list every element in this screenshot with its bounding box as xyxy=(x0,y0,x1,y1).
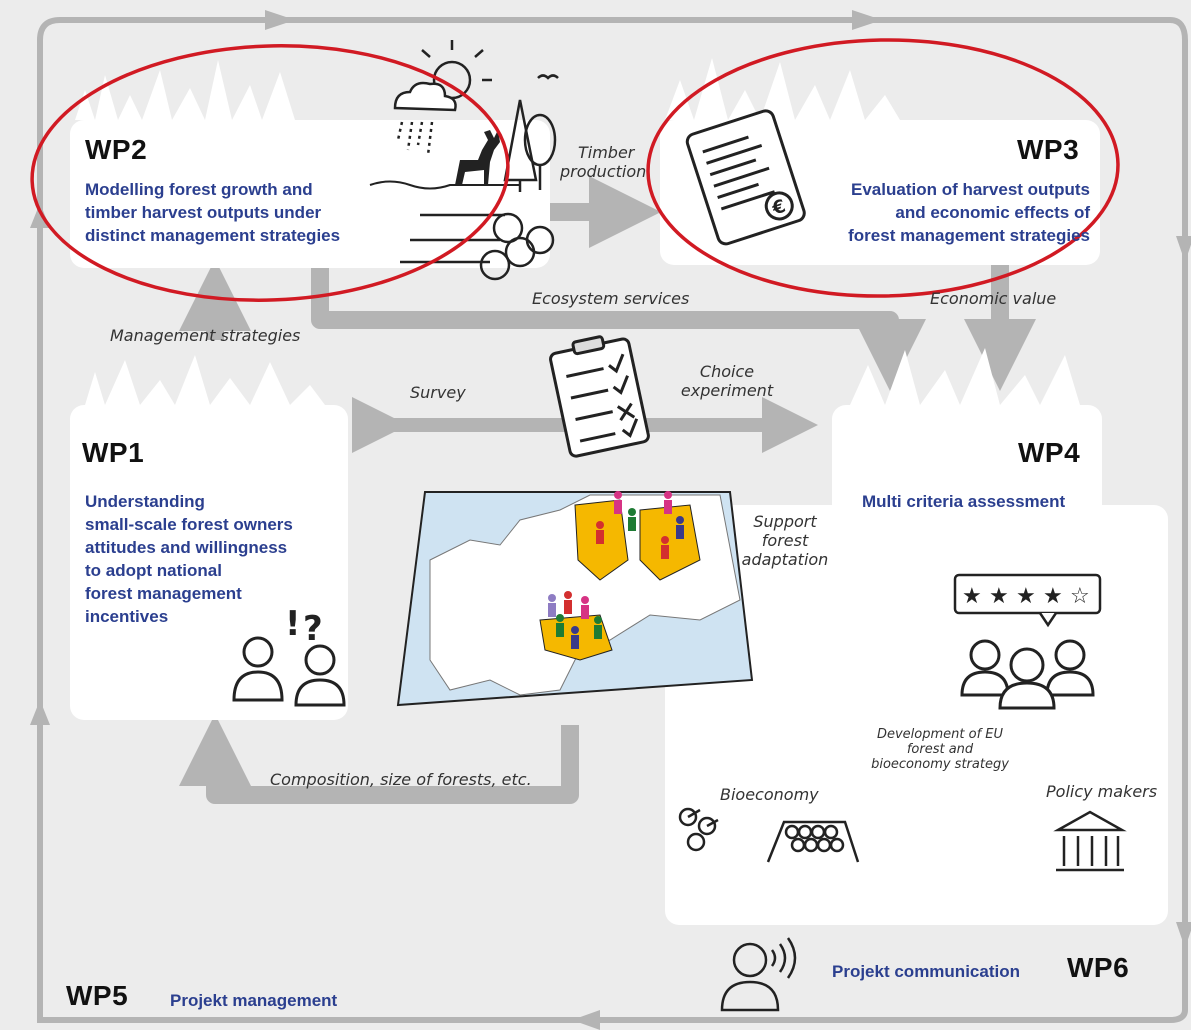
wp5-title: WP5 xyxy=(66,980,129,1011)
wp1-description-line: incentives xyxy=(85,607,169,626)
development-label-line: Development of EU xyxy=(876,727,1004,742)
parliament-icon xyxy=(1053,810,1127,872)
group-icon xyxy=(960,639,1095,710)
wp2-description-line: distinct management strategies xyxy=(85,226,341,245)
wp5-description: Projekt management xyxy=(170,991,338,1010)
wp2-box xyxy=(70,120,550,268)
weather-icon xyxy=(393,40,559,156)
forest-silhouettes xyxy=(75,58,1080,405)
speaker-icon xyxy=(720,937,797,1012)
support-label-line: adaptation xyxy=(741,550,829,569)
wp2-description: Modelling forest growth and timber harve… xyxy=(85,178,340,247)
ecosystem-services-label: Ecosystem services xyxy=(532,289,690,308)
rating-stars: ★ ★ ★ ★ ☆ xyxy=(962,584,1090,609)
deer-icon xyxy=(455,130,500,185)
wp3-description-line: forest management strategies xyxy=(848,226,1090,245)
question-icon: ! ? xyxy=(285,604,323,649)
development-label-line: forest and xyxy=(906,742,974,757)
star-empty-icon: ☆ xyxy=(1070,584,1090,609)
wp2-description-line: timber harvest outputs under xyxy=(85,203,322,222)
wood-pile-icon xyxy=(766,820,860,863)
timber-label-line: Timber xyxy=(578,143,635,162)
europe-map-icon xyxy=(396,491,754,707)
cable-reels-icon xyxy=(678,807,719,852)
development-label-line: bioeconomy strategy xyxy=(871,757,1009,772)
bioeconomy-label: Bioeconomy xyxy=(720,785,819,804)
support-label-line: forest xyxy=(761,531,809,550)
wp1-description-line: small-scale forest owners xyxy=(85,515,293,534)
choice-label-line: experiment xyxy=(680,381,774,400)
svg-text:?: ? xyxy=(303,609,323,649)
timber-production-label: Timber production xyxy=(560,143,646,181)
ecosystem-services-arrow xyxy=(311,268,926,391)
wp1-description: Understanding small-scale forest owners … xyxy=(85,490,293,628)
policy-makers-label: Policy makers xyxy=(1046,782,1158,801)
wp1-box xyxy=(70,405,348,720)
timber-label-line: production xyxy=(560,162,647,181)
wp1-description-line: Understanding xyxy=(85,492,205,511)
wp6-description: Projekt communication xyxy=(832,962,1020,981)
wp3-description-line: Evaluation of harvest outputs xyxy=(851,180,1090,199)
project-loop xyxy=(37,17,1188,1023)
wp4-description: Multi criteria assessment xyxy=(862,492,1066,511)
management-strategies-label: Management strategies xyxy=(110,326,301,345)
development-label: Development of EU forest and bioeconomy … xyxy=(860,727,1020,772)
support-label-line: Support xyxy=(753,512,817,531)
logs-icon xyxy=(400,212,555,281)
composition-arrow xyxy=(179,714,579,804)
svg-text:!: ! xyxy=(285,604,301,644)
star-filled-icon: ★ xyxy=(1016,584,1036,609)
rating-icon xyxy=(953,573,1102,628)
star-filled-icon: ★ xyxy=(989,584,1009,609)
water-line xyxy=(369,180,520,190)
people-pair-icon xyxy=(232,636,346,707)
wp1-title: WP1 xyxy=(82,437,145,468)
star-filled-icon: ★ xyxy=(1043,584,1063,609)
wp4-title: WP4 xyxy=(1018,437,1081,468)
checklist-icon xyxy=(549,335,650,458)
wp3-title: WP3 xyxy=(1017,134,1080,165)
choice-label-line: Choice xyxy=(699,362,755,381)
highlight-wp2 xyxy=(30,44,510,302)
invoice-euro-icon: € xyxy=(685,109,806,246)
wp4-box xyxy=(832,405,1102,720)
composition-label: Composition, size of forests, etc. xyxy=(270,770,532,789)
wp6-title: WP6 xyxy=(1067,952,1130,983)
wp1-description-line: forest management xyxy=(85,584,242,603)
support-adaptation-label: Support forest adaptation xyxy=(735,512,835,569)
wp1-description-line: to adopt national xyxy=(85,561,222,580)
wp1-description-line: attitudes and willingness xyxy=(85,538,288,557)
economic-value-label: Economic value xyxy=(930,289,1057,308)
star-filled-icon: ★ xyxy=(962,584,982,609)
people-icon xyxy=(548,491,684,649)
choice-experiment-label: Choice experiment xyxy=(672,362,782,400)
survey-label: Survey xyxy=(410,383,466,402)
highlight-wp3 xyxy=(646,38,1120,298)
wp2-description-line: Modelling forest growth and xyxy=(85,180,313,199)
svg-text:€: € xyxy=(769,196,788,220)
wp2-title: WP2 xyxy=(85,134,148,165)
wp3-description-line: and economic effects of xyxy=(895,203,1090,222)
wp3-description: Evaluation of harvest outputs and econom… xyxy=(810,178,1090,247)
